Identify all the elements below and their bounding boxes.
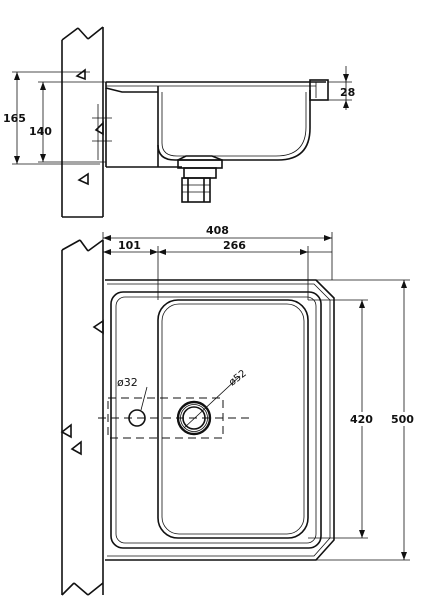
wall-marker-icon (94, 121, 104, 136)
dim-label-drain: ø52 (227, 368, 249, 388)
dim-label-tap-hole: ø32 (117, 376, 138, 389)
waste-outlet (177, 155, 223, 203)
wall-marker-icon (75, 68, 86, 81)
wall-marker-icon (60, 423, 72, 439)
dimension-500: 500 (316, 279, 418, 561)
dim-label-165: 165 (3, 112, 26, 125)
dim-label-408: 408 (206, 224, 229, 237)
mounting-bracket (92, 88, 112, 167)
fixture-holes: ø32 ø52 (98, 368, 250, 439)
dimension-420: 420 (308, 299, 375, 539)
wall-marker-icon (70, 440, 82, 456)
dimension-28: 28 (328, 66, 355, 110)
tap-hole (128, 409, 146, 427)
wall-marker-icon (77, 172, 89, 186)
top-wall (61, 239, 104, 596)
side-wall (61, 26, 104, 218)
dimension-408: 408 (102, 224, 333, 280)
dim-label-28: 28 (340, 86, 355, 99)
wall-marker-icon (92, 319, 104, 335)
side-view: 165 140 28 (3, 26, 355, 218)
dimension-140: 140 (29, 81, 106, 163)
top-view: ø32 ø52 408 101 266 (60, 224, 418, 596)
dim-label-500: 500 (391, 413, 414, 426)
sink-top-outline (105, 279, 335, 561)
drain-hole (176, 400, 212, 436)
dim-label-266: 266 (223, 239, 246, 252)
dimension-101-266: 101 266 (103, 239, 332, 300)
dim-label-140: 140 (29, 125, 52, 138)
dim-label-420: 420 (350, 413, 373, 426)
dimension-165: 165 (3, 71, 100, 165)
sink-side-profile (105, 79, 329, 168)
dim-label-101: 101 (118, 239, 141, 252)
